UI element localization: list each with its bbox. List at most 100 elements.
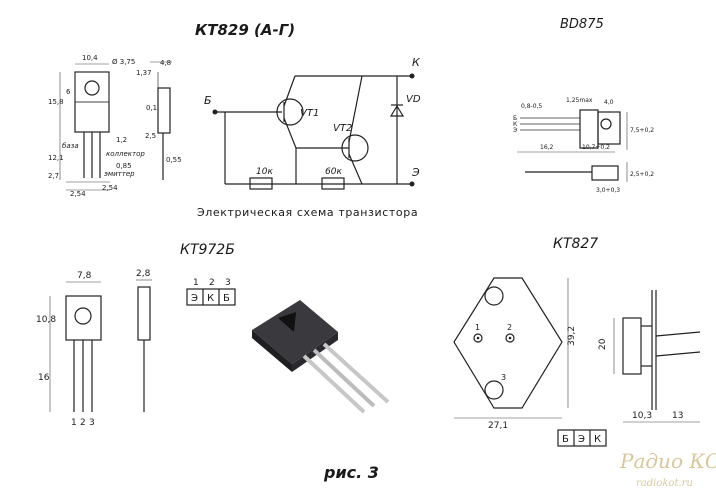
photo-lead-3 <box>322 342 390 404</box>
photo-body <box>252 300 338 364</box>
kt829-dim-d3: 0,1 <box>146 104 157 112</box>
bd875-dim-b: 1,25max <box>566 97 593 104</box>
bd875-bottom-view <box>591 165 619 181</box>
resistor-60k <box>321 177 345 190</box>
kt827-pin-label-2: 2 <box>507 323 512 332</box>
kt829-dim-d11: 2,54 <box>102 184 118 192</box>
kt827-side-cap <box>622 317 642 375</box>
kt827-mount-hole-bottom <box>484 380 504 400</box>
resistor-10k <box>249 177 273 190</box>
kt827-dim-s1: 10,3 <box>632 411 652 421</box>
kt827-flange <box>453 277 563 409</box>
kt829-pin-collector: коллектор <box>106 150 145 158</box>
schematic-caption: Электрическая схема транзистора <box>197 206 418 219</box>
kt829-dim-d2: 15,8 <box>48 98 64 106</box>
kt829-dim-d10: 2,54 <box>70 190 86 198</box>
kt827-dim-w: 27,1 <box>488 421 508 431</box>
bd875-dim-f: 10,7+0,2 <box>582 144 610 151</box>
kt827-table-3: К <box>594 434 601 445</box>
bd875-dim-a: 0,8-0,5 <box>521 103 542 110</box>
kt829-dim-h2: 4,8 <box>160 59 171 67</box>
kt829-dim-d7: 1,2 <box>116 136 127 144</box>
kt829-tab <box>74 71 110 103</box>
kt827-lead-1 <box>655 331 701 337</box>
kt972b-table-num-1: 1 <box>193 278 199 288</box>
kt827-pin-1 <box>473 333 483 343</box>
kt829-pin-base: база <box>62 142 79 150</box>
diode-vd <box>389 104 405 117</box>
photo-hole <box>278 312 296 332</box>
kt972b-table-name-3: Б <box>223 293 230 304</box>
darlington-schematic: Б К Э VT1 VT2 VD 10к 60к Электрическая с… <box>197 56 421 219</box>
bd875-pin-2: К <box>513 121 518 128</box>
kt827-pin-table <box>557 429 607 447</box>
kt972b-title: КТ972Б <box>180 242 235 258</box>
kt972b-pin-num-1: 1 <box>71 418 77 428</box>
kt829-dim-d5: 12,1 <box>48 154 64 162</box>
kt827-dim-s2: 13 <box>672 411 683 421</box>
bd875-pin-3: Э <box>513 127 517 134</box>
kt972b-drawing: КТ972Б 7,8 2,8 10,8 16 1 2 3 1 2 3 Э К Б <box>36 242 236 428</box>
kt827-dim-t: 20 <box>598 338 608 350</box>
bd875-side-body <box>579 109 599 149</box>
terminal-b: Б <box>204 94 212 107</box>
bd875-drawing: BD875 0,8-0,5 1,25max 4,0 7,5+0,2 16,2 1… <box>513 17 654 194</box>
kt829-dim-d9: 0,55 <box>166 156 182 164</box>
kt829-dim-d1: 6 <box>66 88 71 96</box>
label-vt1: VT1 <box>300 108 319 119</box>
kt827-pin-label-3: 3 <box>501 373 506 382</box>
kt829-package-drawing: КТ829 (А-Г) 10,4 Ø 3,75 1,37 4,8 6 15,8 … <box>48 21 295 198</box>
kt827-table-2: Э <box>578 434 585 445</box>
photo-lead-1 <box>302 354 366 414</box>
kt972b-dim-l: 16 <box>38 373 50 383</box>
bd875-hole <box>600 118 612 130</box>
watermark-logo: Радио КОТ <box>619 449 716 473</box>
figure-caption: рис. 3 <box>323 463 379 482</box>
kt827-title: КТ827 <box>553 236 598 252</box>
kt972b-pin-num-3: 3 <box>89 418 95 428</box>
kt972b-table-name-1: Э <box>191 293 198 304</box>
transistor-photo <box>252 300 390 414</box>
terminal-e: Э <box>411 166 420 179</box>
terminal-k: К <box>412 56 421 69</box>
bd875-dim-c: 4,0 <box>604 99 614 106</box>
kt827-table-1: Б <box>562 434 569 445</box>
kt829-dim-h1: 1,37 <box>136 69 152 77</box>
kt829-mount-hole <box>84 80 100 96</box>
bd875-dim-g: 2,5+0,2 <box>630 171 654 178</box>
kt972b-table-num-3: 3 <box>225 278 231 288</box>
kt829-side-view <box>157 87 171 134</box>
kt972b-side-view <box>137 286 151 341</box>
bd875-dim-d: 7,5+0,2 <box>630 127 654 134</box>
kt829-dim-w: 10,4 <box>82 54 98 62</box>
watermark-url: radiokot.ru <box>636 478 693 489</box>
kt829-dim-hole: Ø 3,75 <box>112 58 135 66</box>
kt827-pin-2 <box>505 333 515 343</box>
kt829-dim-d6: 2,7 <box>48 172 59 180</box>
kt829-title: КТ829 (А-Г) <box>195 21 295 39</box>
kt829-pin-emitter: эмиттер <box>104 170 135 178</box>
bd875-front-body <box>597 111 621 145</box>
bd875-dim-e: 16,2 <box>540 144 554 151</box>
kt829-dim-d8: 0,85 <box>116 162 132 170</box>
kt829-dim-d4: 2,5 <box>145 132 156 140</box>
kt827-mount-hole-top <box>484 286 504 306</box>
photo-lead-2 <box>312 348 376 408</box>
kt972b-dim-w: 7,8 <box>77 271 92 281</box>
kt972b-table-name-2: К <box>207 293 214 304</box>
kt827-dim-h: 39,2 <box>567 326 577 346</box>
kt827-lead-2 <box>655 351 701 357</box>
vt1-symbol <box>276 98 304 126</box>
label-vd: VD <box>406 94 421 105</box>
kt972b-dim-h: 10,8 <box>36 315 56 325</box>
kt827-pin-label-1: 1 <box>475 323 480 332</box>
kt972b-dim-t: 2,8 <box>136 269 151 279</box>
bd875-pin-1: Б <box>513 115 517 122</box>
kt972b-body <box>65 295 102 341</box>
kt972b-pin-table <box>186 288 236 306</box>
kt972b-mount-hole <box>74 307 92 325</box>
label-r2: 60к <box>325 167 342 177</box>
bd875-title: BD875 <box>560 17 604 32</box>
